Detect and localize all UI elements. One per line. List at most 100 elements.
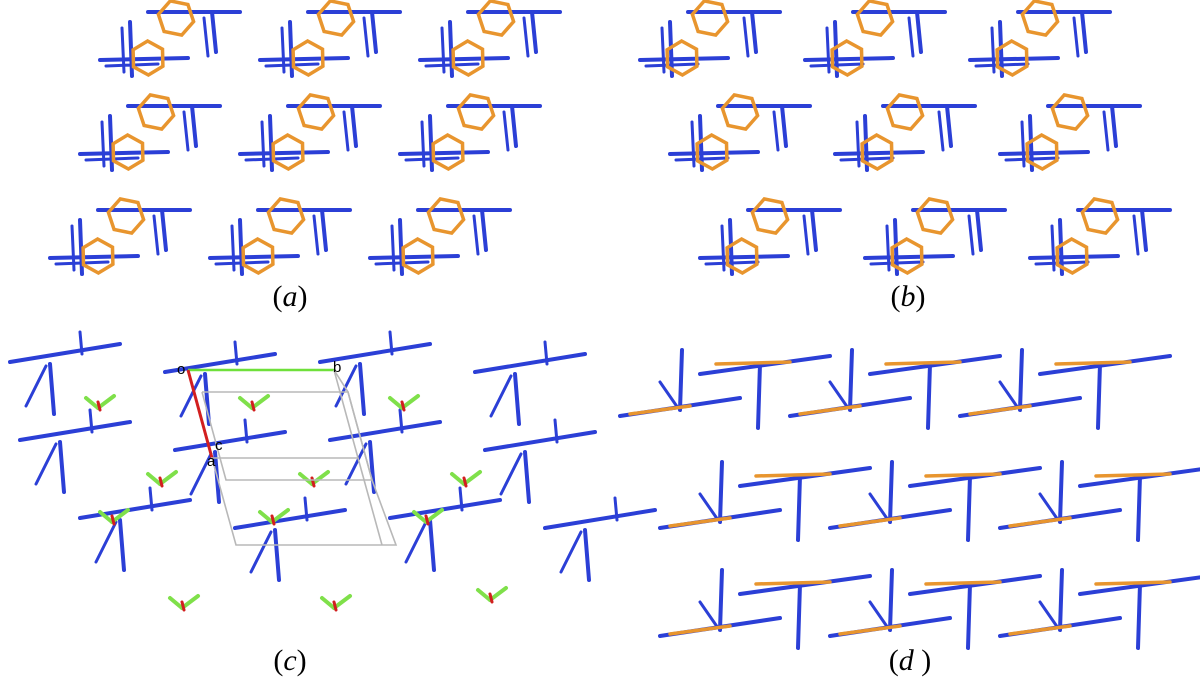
framework-bond bbox=[8, 342, 122, 364]
cell-edges bbox=[210, 369, 398, 546]
framework-motif bbox=[418, 0, 562, 78]
framework-bond bbox=[756, 362, 762, 430]
framework-bond bbox=[674, 156, 730, 162]
guest-bond bbox=[238, 396, 254, 410]
framework-bond bbox=[499, 452, 523, 496]
framework-motif bbox=[473, 340, 587, 426]
framework-bond bbox=[152, 214, 160, 256]
framework-bond bbox=[513, 372, 521, 426]
framework-bond bbox=[828, 380, 850, 410]
framework-bond bbox=[328, 420, 442, 442]
framework-motif bbox=[618, 348, 832, 430]
guest-bond bbox=[450, 472, 466, 486]
guest-ring bbox=[456, 92, 496, 132]
framework-bond bbox=[968, 56, 1060, 62]
framework-bond bbox=[583, 528, 591, 582]
framework-motif bbox=[328, 408, 442, 494]
guest-ring bbox=[476, 0, 516, 38]
guest-ring bbox=[431, 132, 465, 172]
framework-bond bbox=[553, 418, 559, 444]
framework-bond bbox=[320, 208, 328, 252]
guest-bond bbox=[400, 400, 406, 412]
framework-bond bbox=[249, 530, 273, 574]
framework-bond bbox=[243, 418, 249, 444]
guest-v bbox=[98, 508, 130, 526]
framework-bond bbox=[448, 20, 454, 78]
framework-motif bbox=[78, 92, 222, 172]
framework-bond bbox=[473, 352, 587, 374]
framework-bond bbox=[1004, 156, 1060, 162]
guest-bond bbox=[412, 510, 428, 524]
guest-bond bbox=[424, 514, 430, 526]
framework-bond bbox=[510, 104, 518, 148]
guest-v bbox=[412, 508, 444, 526]
framework-bond bbox=[258, 56, 350, 62]
framework-bond bbox=[1034, 260, 1090, 266]
guest-bond bbox=[98, 510, 114, 524]
framework-bond bbox=[1096, 362, 1102, 430]
framework-bond bbox=[967, 214, 975, 256]
framework-bond bbox=[738, 466, 872, 488]
axis-a-line bbox=[186, 369, 214, 459]
framework-bond bbox=[1132, 214, 1140, 256]
framework-motif bbox=[318, 330, 432, 416]
panel-label-c: (c) bbox=[273, 644, 307, 677]
framework-motif bbox=[698, 196, 842, 276]
framework-motif bbox=[258, 0, 402, 78]
guest-ring bbox=[1055, 236, 1089, 276]
guest-bond bbox=[628, 404, 692, 416]
framework-bond bbox=[658, 380, 680, 410]
guest-ring bbox=[401, 236, 435, 276]
guest-ring bbox=[855, 0, 895, 38]
framework-bond bbox=[543, 340, 549, 366]
framework-bond bbox=[238, 150, 330, 156]
cell-label-c: c bbox=[215, 437, 223, 454]
guest-bond bbox=[320, 596, 336, 610]
guest-bond bbox=[838, 624, 902, 636]
guest-bond bbox=[168, 596, 184, 610]
guest-ring bbox=[890, 236, 924, 276]
framework-bond bbox=[704, 260, 760, 266]
framework-bond bbox=[613, 496, 619, 522]
framework-bond bbox=[530, 10, 538, 54]
framework-bond bbox=[698, 354, 832, 376]
framework-bond bbox=[966, 582, 972, 650]
framework-bond bbox=[559, 530, 583, 574]
framework-bond bbox=[772, 110, 780, 152]
guest-bond bbox=[1008, 516, 1072, 528]
framework-bond bbox=[796, 582, 802, 650]
guest-bond bbox=[924, 580, 1002, 586]
framework-bond bbox=[742, 16, 750, 58]
guest-bond bbox=[180, 600, 186, 612]
guest-bond bbox=[1094, 580, 1172, 586]
framework-bond bbox=[480, 208, 488, 252]
framework-bond bbox=[370, 10, 378, 54]
framework-bond bbox=[698, 492, 720, 522]
framework-bond bbox=[908, 466, 1042, 488]
guest-v bbox=[450, 470, 482, 488]
framework-bond bbox=[189, 452, 213, 496]
framework-motif bbox=[658, 568, 872, 650]
panel-label-b: (b) bbox=[890, 280, 926, 313]
guest-bond bbox=[488, 592, 494, 604]
guest-bond bbox=[476, 588, 492, 602]
framework-bond bbox=[974, 62, 1030, 68]
framework-bond bbox=[1136, 474, 1142, 542]
guest-ring bbox=[915, 196, 955, 236]
framework-motif bbox=[238, 92, 382, 172]
framework-bond bbox=[94, 520, 118, 564]
framework-motif bbox=[388, 486, 502, 572]
framework-bond bbox=[833, 150, 925, 156]
framework-bond bbox=[24, 364, 48, 408]
framework-motif bbox=[48, 196, 192, 276]
framework-motif bbox=[18, 408, 132, 494]
framework-bond bbox=[179, 374, 203, 418]
framework-motif bbox=[98, 0, 242, 78]
guest-bond bbox=[1008, 624, 1072, 636]
guest-ring bbox=[296, 92, 336, 132]
guest-bond bbox=[250, 394, 270, 410]
guest-bond bbox=[388, 396, 404, 410]
framework-motif bbox=[958, 348, 1172, 430]
guest-ring bbox=[830, 38, 864, 78]
